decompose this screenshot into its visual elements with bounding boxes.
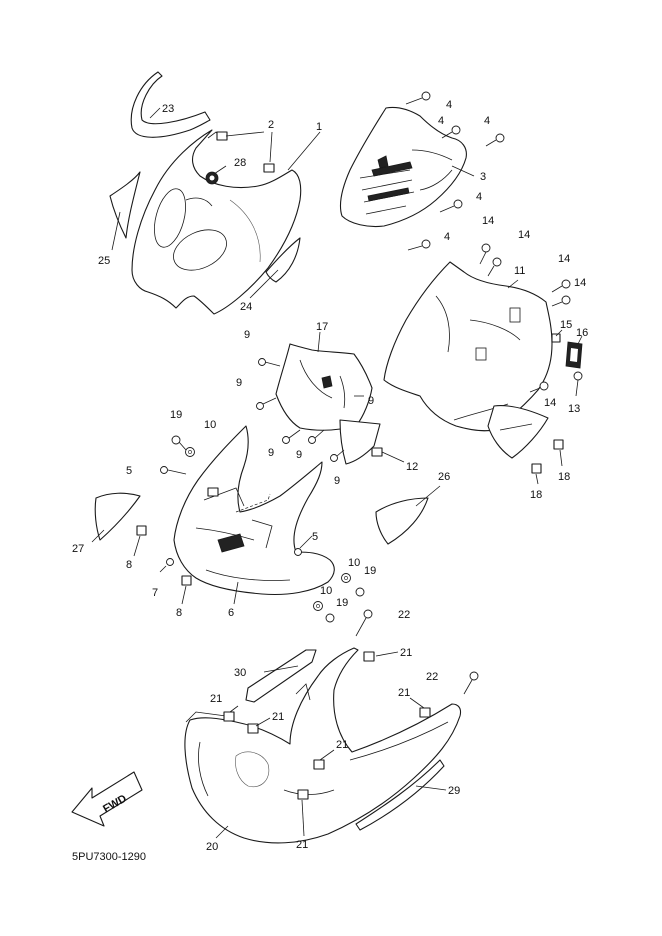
part-8-clips[interactable]: [136, 525, 192, 586]
part-20-under-cover[interactable]: [184, 647, 462, 844]
callout-18a: 18: [558, 471, 570, 483]
callout-leaders: [91, 107, 583, 839]
part-19-screws[interactable]: [171, 435, 365, 623]
callout-4b: 4: [438, 115, 444, 127]
part-16-reflector[interactable]: [565, 341, 583, 369]
part-28-grommet[interactable]: [205, 171, 219, 185]
callout-9f: 9: [334, 475, 340, 487]
callout-8b: 8: [176, 607, 182, 619]
callout-10a: 10: [204, 419, 216, 431]
callout-22a: 22: [398, 609, 410, 621]
part-15-clip[interactable]: [551, 333, 561, 343]
part-3-inner-panel[interactable]: [339, 106, 467, 228]
part-4-screws[interactable]: [405, 91, 505, 251]
callout-21f: 21: [296, 839, 308, 851]
callout-26: 26: [438, 471, 450, 483]
callout-13: 13: [568, 403, 580, 415]
callout-10c: 10: [320, 585, 332, 597]
callout-9a: 9: [244, 329, 250, 341]
callout-5b: 5: [312, 531, 318, 543]
callout-14b: 14: [518, 229, 530, 241]
part-13-screw[interactable]: [573, 371, 583, 381]
callout-15: 15: [560, 319, 572, 331]
callout-21b: 21: [398, 687, 410, 699]
callout-18b: 18: [530, 489, 542, 501]
callout-3: 3: [480, 171, 486, 183]
callout-1: 1: [316, 121, 322, 133]
callout-12: 12: [406, 461, 418, 473]
callout-14d: 14: [574, 277, 586, 289]
callout-19c: 19: [336, 597, 348, 609]
callout-4a: 4: [446, 99, 452, 111]
callout-14a: 14: [482, 215, 494, 227]
callout-9d: 9: [268, 447, 274, 459]
part-25-left-decal[interactable]: [109, 171, 141, 239]
callout-17: 17: [316, 321, 328, 333]
callout-21e: 21: [336, 739, 348, 751]
callout-4c: 4: [484, 115, 490, 127]
part-14-screws[interactable]: [479, 243, 571, 393]
callout-2: 2: [268, 119, 274, 131]
callout-30: 30: [234, 667, 246, 679]
part-29-trim-strip[interactable]: [355, 759, 445, 831]
callout-8a: 8: [126, 559, 132, 571]
callout-numbers: 1 2 3 4 4 4 4 4 5 5 6 7 8 8 9 9 9 9 9 9 …: [72, 99, 588, 853]
part-22-screws[interactable]: [355, 609, 479, 695]
callout-19a: 19: [170, 409, 182, 421]
callout-21d: 21: [272, 711, 284, 723]
part-26-decal[interactable]: [375, 497, 429, 545]
callout-9e: 9: [296, 449, 302, 461]
fwd-arrow-icon: FWD: [71, 771, 143, 827]
callout-7: 7: [152, 587, 158, 599]
callout-16: 16: [576, 327, 588, 339]
callout-19b: 19: [364, 565, 376, 577]
callout-23: 23: [162, 103, 174, 115]
callout-11: 11: [514, 265, 525, 277]
callout-14c: 14: [558, 253, 570, 265]
part-12-clip[interactable]: [371, 447, 383, 457]
part-18-clips[interactable]: [531, 439, 564, 474]
part-11-inner-leg-shield[interactable]: [383, 261, 553, 459]
callout-20: 20: [206, 841, 218, 853]
callout-27: 27: [72, 543, 84, 555]
part-7-screw[interactable]: [159, 558, 174, 573]
callout-9b: 9: [236, 377, 242, 389]
callout-29: 29: [448, 785, 460, 797]
callout-4d: 4: [476, 191, 482, 203]
callout-14e: 14: [544, 397, 556, 409]
callout-10b: 10: [348, 557, 360, 569]
callout-5a: 5: [126, 465, 132, 477]
part-9-screws[interactable]: [256, 358, 345, 462]
diagram-code: 5PU7300-1290: [72, 851, 146, 863]
part-23-trim-strip[interactable]: [130, 71, 211, 138]
part-21-clips[interactable]: [223, 651, 431, 800]
callout-4e: 4: [444, 231, 450, 243]
callout-21c: 21: [210, 693, 222, 705]
part-10-washers[interactable]: [185, 447, 351, 611]
callout-22b: 22: [426, 671, 438, 683]
part-1-front-cover[interactable]: [131, 129, 302, 315]
part-5-screws[interactable]: [160, 466, 302, 556]
callout-6: 6: [228, 607, 234, 619]
callout-28: 28: [234, 157, 246, 169]
part-30-decal-strip[interactable]: [245, 649, 317, 703]
part-27-decal[interactable]: [94, 492, 141, 541]
part-17-center-cover[interactable]: [275, 343, 381, 465]
part-6-lower-cover[interactable]: [173, 425, 335, 595]
callout-21a: 21: [400, 647, 412, 659]
callout-25: 25: [98, 255, 110, 267]
callout-24: 24: [240, 301, 252, 313]
callout-9c: 9: [368, 395, 374, 407]
